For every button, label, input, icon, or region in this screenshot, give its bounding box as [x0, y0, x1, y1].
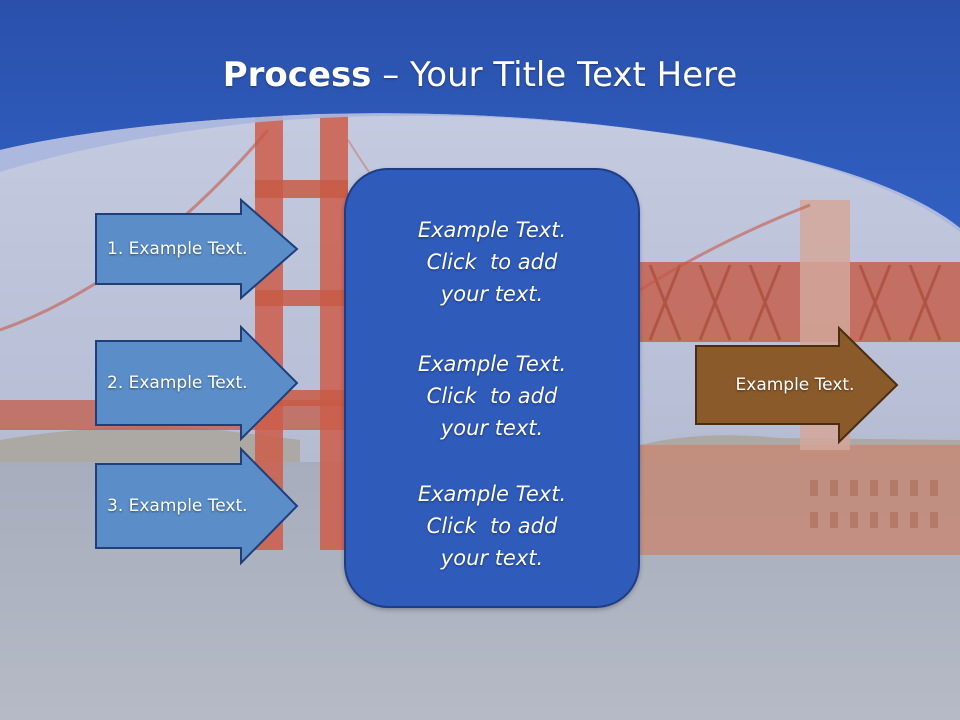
title-bold: Process	[222, 55, 372, 95]
block-1-line-2: Click to add	[426, 250, 558, 274]
input-arrow-1[interactable]: 1. Example Text.	[95, 197, 299, 301]
input-arrow-3-label: 3. Example Text.	[107, 496, 248, 516]
output-arrow[interactable]: Example Text.	[695, 325, 899, 445]
input-arrow-3[interactable]: 3. Example Text.	[95, 446, 299, 566]
block-3-line-3: your text.	[440, 546, 544, 570]
block-2-line-1: Example Text.	[417, 352, 567, 376]
block-1-line-1: Example Text.	[417, 218, 567, 242]
process-box[interactable]: Example Text. Click to add your text. Ex…	[344, 168, 640, 608]
slide-title: Process – Your Title Text Here	[0, 52, 960, 98]
input-arrow-2-label: 2. Example Text.	[107, 373, 248, 393]
block-3-line-2: Click to add	[426, 514, 558, 538]
block-1-line-3: your text.	[440, 282, 544, 306]
process-text-block-3[interactable]: Example Text. Click to add your text.	[346, 478, 638, 574]
block-3-line-1: Example Text.	[417, 482, 567, 506]
process-text-block-2[interactable]: Example Text. Click to add your text.	[346, 348, 638, 444]
title-rest: – Your Title Text Here	[371, 55, 738, 95]
block-2-line-2: Click to add	[426, 384, 558, 408]
input-arrow-2[interactable]: 2. Example Text.	[95, 324, 299, 442]
process-text-block-1[interactable]: Example Text. Click to add your text.	[346, 214, 638, 310]
input-arrow-1-label: 1. Example Text.	[107, 239, 248, 259]
block-2-line-3: your text.	[440, 416, 544, 440]
output-arrow-label: Example Text.	[735, 375, 855, 395]
